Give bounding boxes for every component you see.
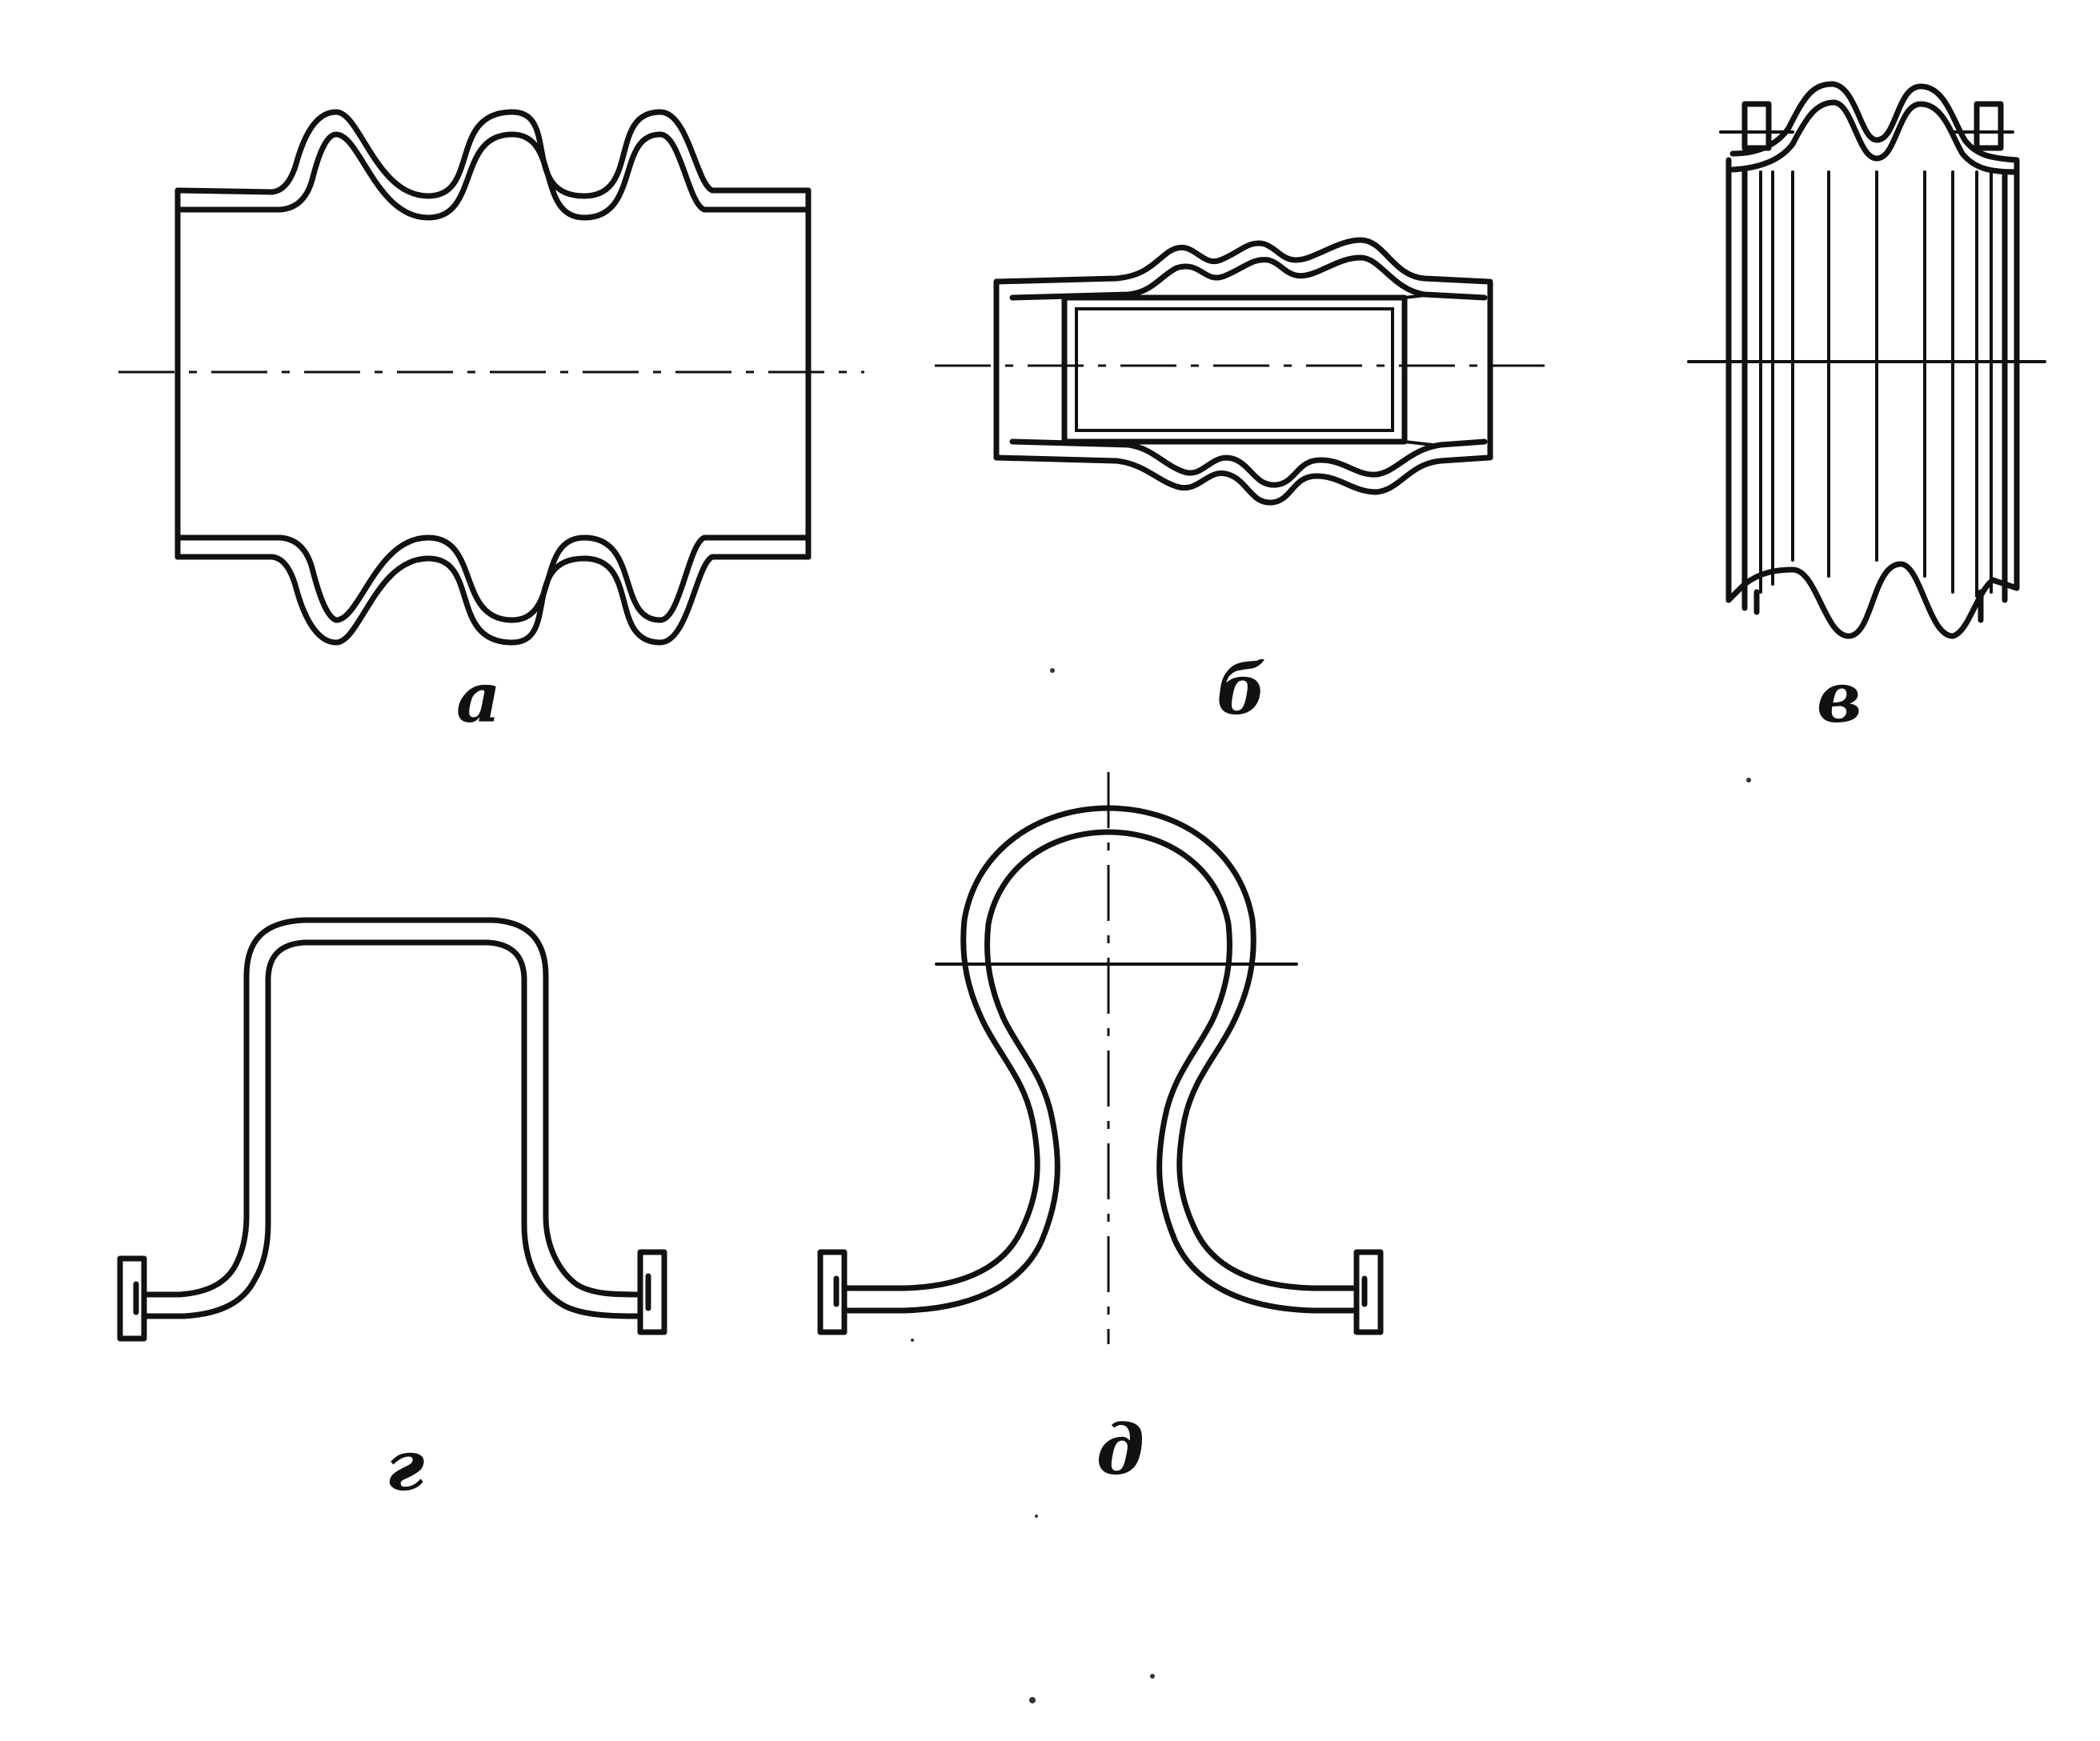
- figure-g-u-compensator: [117, 917, 667, 1342]
- figure-b-bellows-with-sleeve: [935, 237, 1545, 506]
- figure-v-flanged-bellows: [1687, 81, 2046, 639]
- caption-g: г: [386, 1426, 425, 1507]
- caption-a: а: [456, 658, 501, 738]
- figure-d-lyre-compensator: [817, 772, 1384, 1344]
- caption-v: в: [1817, 658, 1862, 738]
- caption-d: д: [1096, 1410, 1144, 1491]
- caption-b: б: [1216, 650, 1267, 730]
- scan-specks: [911, 668, 1751, 1703]
- figure-a-bellows: [118, 109, 864, 646]
